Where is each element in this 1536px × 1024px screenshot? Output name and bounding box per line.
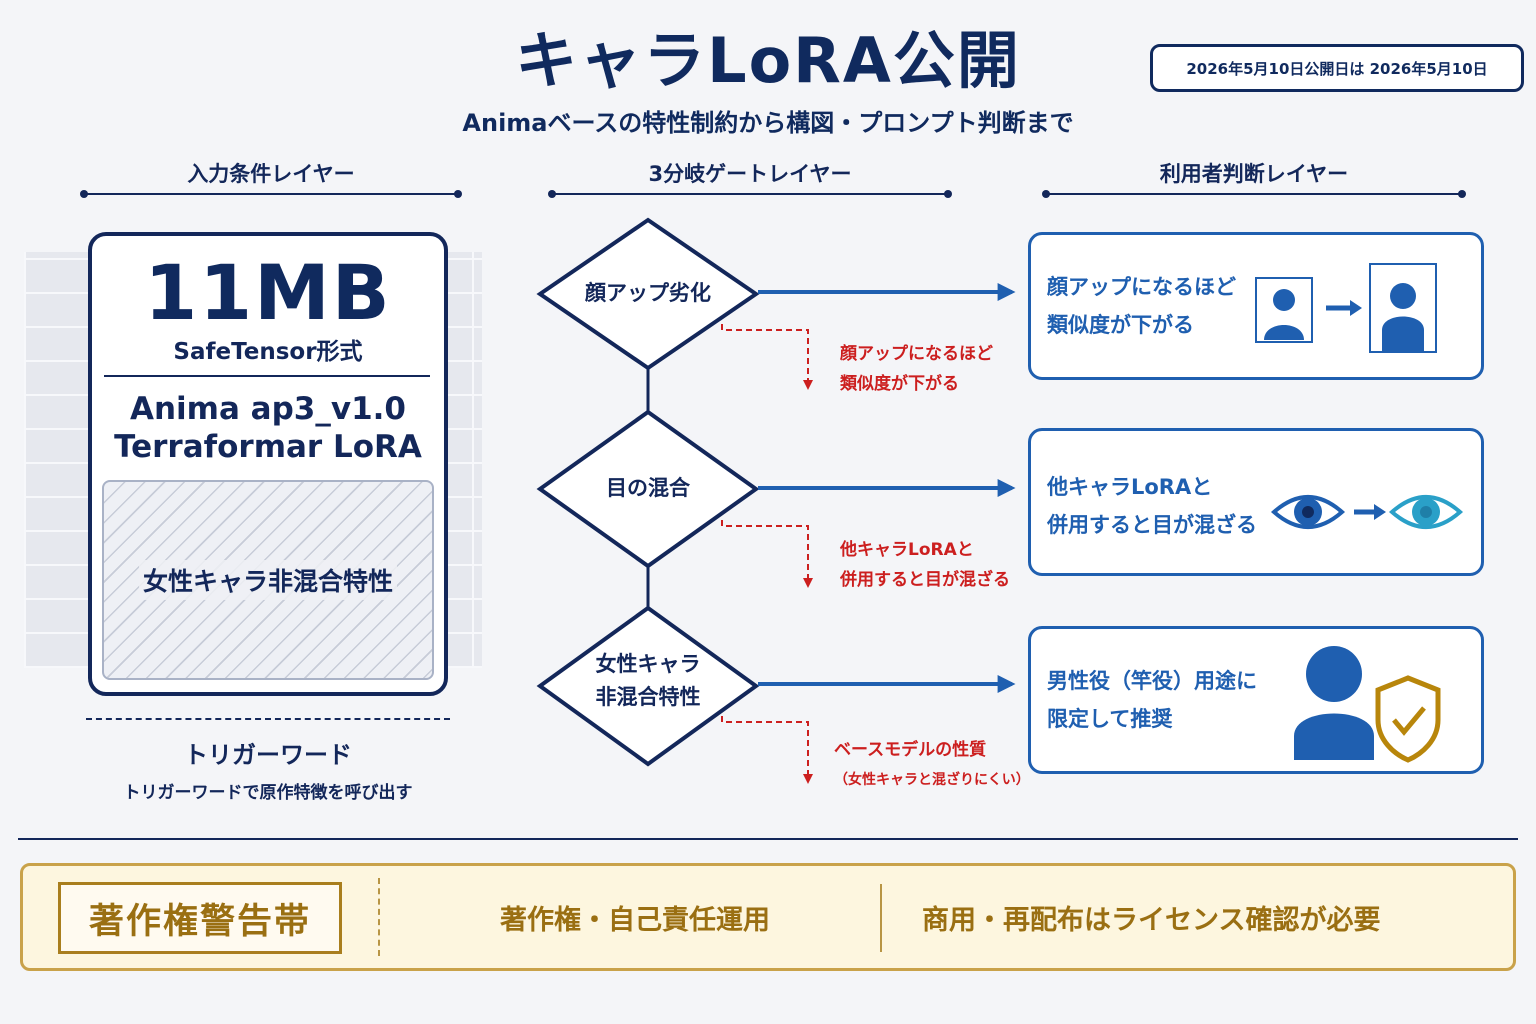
model-name: Anima ap3_v1.0 Terraformar LoRA xyxy=(88,390,448,466)
gate-diamond-2 xyxy=(536,409,760,569)
dashed-divider xyxy=(86,718,450,720)
model-line-1: Anima ap3_v1.0 xyxy=(129,391,406,427)
gate-branch-1 xyxy=(721,324,813,390)
layer-rule-user xyxy=(1042,190,1466,198)
user-shield-check-icon xyxy=(1294,646,1441,763)
gate-note-2-line1: 他キャラLoRAと xyxy=(840,540,974,560)
gate-note-1-line1: 顔アップになるほど xyxy=(840,344,993,364)
outcome-2-line1: 他キャラLoRAと xyxy=(1047,475,1213,499)
page-title: キャラLoRA公開 xyxy=(515,24,1021,97)
outcome-text-3: 男性役（竿役）用途に 限定して推奨 xyxy=(1047,662,1257,738)
trait-box: 女性キャラ非混合特性 xyxy=(102,480,434,680)
trait-label: 女性キャラ非混合特性 xyxy=(138,560,397,600)
eye-mix-icon xyxy=(1270,495,1464,529)
page-subtitle: Animaベースの特性制約から構図・プロンプト判断まで xyxy=(462,109,1074,137)
portrait-zoom-icon xyxy=(1255,263,1437,353)
warning-item-1: 著作権・自己責任運用 xyxy=(500,905,770,936)
date-badge: 2026年5月10日公開日は 2026年5月10日 xyxy=(1150,44,1524,92)
gate-label-3-line2: 非混合特性 xyxy=(595,685,701,709)
gate-branch-3 xyxy=(721,716,813,784)
gate-diamond-1 xyxy=(536,217,760,371)
gate-note-2: 他キャラLoRAと 併用すると目が混ざる xyxy=(840,535,1010,595)
warning-separator-2 xyxy=(880,884,882,952)
warning-separator-1 xyxy=(378,878,380,956)
outcome-3-line2: 限定して推奨 xyxy=(1047,707,1173,731)
trigger-description: トリガーワードで原作特徴を呼び出す xyxy=(123,783,413,803)
layer-heading-input: 入力条件レイヤー xyxy=(187,162,355,186)
gate-label-3: 女性キャラ 非混合特性 xyxy=(560,648,736,714)
warning-tag: 著作権警告帯 xyxy=(58,882,342,954)
bottom-divider xyxy=(18,838,1518,840)
gate-label-3-line1: 女性キャラ xyxy=(595,652,701,676)
card-divider xyxy=(104,375,430,377)
gate-note-1-line2: 類似度が下がる xyxy=(840,374,959,394)
outcome-text-1: 顔アップになるほど 類似度が下がる xyxy=(1047,268,1236,344)
gate-note-3: ベースモデルの性質 （女性キャラと混ざりにくい） xyxy=(834,735,1030,795)
gate-note-2-line2: 併用すると目が混ざる xyxy=(840,570,1010,590)
layer-rule-gate xyxy=(548,190,952,198)
outcome-1-line1: 顔アップになるほど xyxy=(1047,275,1236,299)
gate-diamond-3 xyxy=(536,605,760,767)
outcome-3-line1: 男性役（竿役）用途に xyxy=(1047,669,1257,693)
gate-label-1: 顔アップ劣化 xyxy=(585,281,711,305)
gate-label-2: 目の混合 xyxy=(606,476,690,500)
outcome-2-line2: 併用すると目が混ざる xyxy=(1047,513,1257,537)
gate-note-3-line2: （女性キャラと混ざりにくい） xyxy=(834,772,1030,788)
trigger-heading: トリガーワード xyxy=(184,741,352,769)
layer-rule-input xyxy=(80,190,462,198)
layer-heading-gate: 3分岐ゲートレイヤー xyxy=(648,162,852,186)
file-size: 11MB xyxy=(144,248,392,337)
gate-branch-2 xyxy=(721,520,813,588)
model-line-2: Terraformar LoRA xyxy=(114,429,422,465)
file-format: SafeTensor形式 xyxy=(173,339,363,365)
gate-note-1: 顔アップになるほど 類似度が下がる xyxy=(840,339,993,399)
gate-note-3-line1: ベースモデルの性質 xyxy=(834,740,987,760)
outcome-text-2: 他キャラLoRAと 併用すると目が混ざる xyxy=(1047,468,1257,544)
warning-item-2: 商用・再配布はライセンス確認が必要 xyxy=(922,905,1381,936)
layer-heading-user: 利用者判断レイヤー xyxy=(1159,162,1349,186)
outcome-1-line2: 類似度が下がる xyxy=(1047,313,1194,337)
